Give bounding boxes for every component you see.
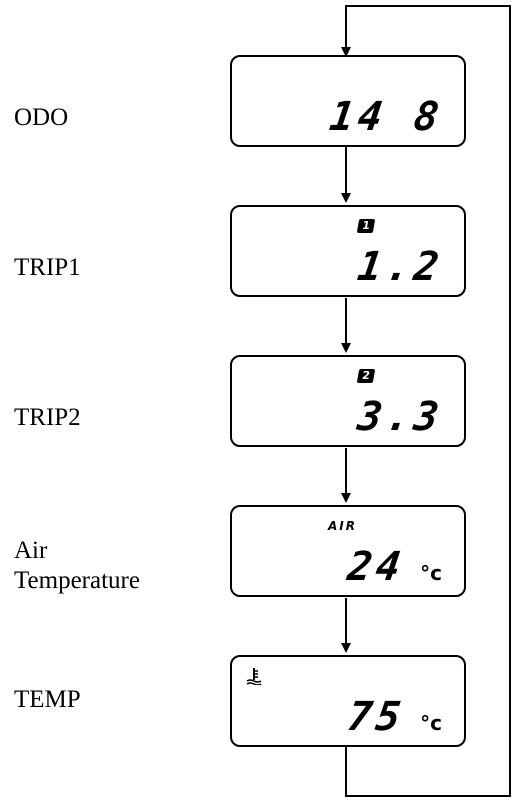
coolant-temperature-icon bbox=[246, 668, 262, 685]
trip-1-badge: 1 bbox=[356, 219, 376, 233]
trip2-display: 2 3.3 bbox=[230, 355, 466, 447]
odo-display: 14 8 bbox=[230, 55, 466, 147]
trip1-label: TRIP1 bbox=[14, 254, 81, 281]
air-temperature-label-line2: Temperature bbox=[14, 567, 140, 594]
air-caption: AIR bbox=[328, 519, 357, 533]
temp-label: TEMP bbox=[14, 686, 81, 713]
loop-return-line bbox=[341, 5, 511, 797]
trip2-label: TRIP2 bbox=[14, 404, 81, 431]
temp-value: 75 bbox=[344, 694, 408, 740]
temp-display: 75 °c bbox=[230, 655, 466, 747]
temp-unit: °c bbox=[420, 711, 442, 735]
air-temperature-unit: °c bbox=[420, 561, 442, 585]
air-temperature-label-line1: Air bbox=[14, 537, 48, 564]
air-temperature-value: 24 bbox=[344, 544, 408, 590]
trip2-value: 3.3 bbox=[354, 394, 446, 440]
odo-label: ODO bbox=[14, 104, 69, 131]
trip1-display: 1 1.2 bbox=[230, 205, 466, 297]
air-temperature-display: AIR 24 °c bbox=[230, 505, 466, 597]
trip1-value: 1.2 bbox=[354, 244, 446, 290]
odo-value: 14 8 bbox=[326, 94, 446, 140]
trip-2-badge: 2 bbox=[356, 369, 376, 383]
